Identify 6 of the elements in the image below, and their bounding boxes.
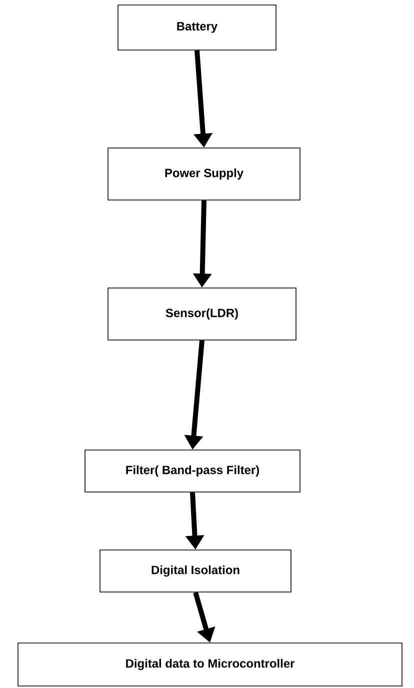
process-box: Battery [118, 4, 276, 50]
process-box: Digital Isolation [100, 550, 292, 592]
process-box: Digital data to Microcontroller [18, 642, 402, 686]
process-box: Power Supply [108, 148, 300, 200]
process-box: Sensor(LDR) [108, 288, 296, 340]
process-box: Filter( Band-pass Filter) [84, 450, 300, 492]
